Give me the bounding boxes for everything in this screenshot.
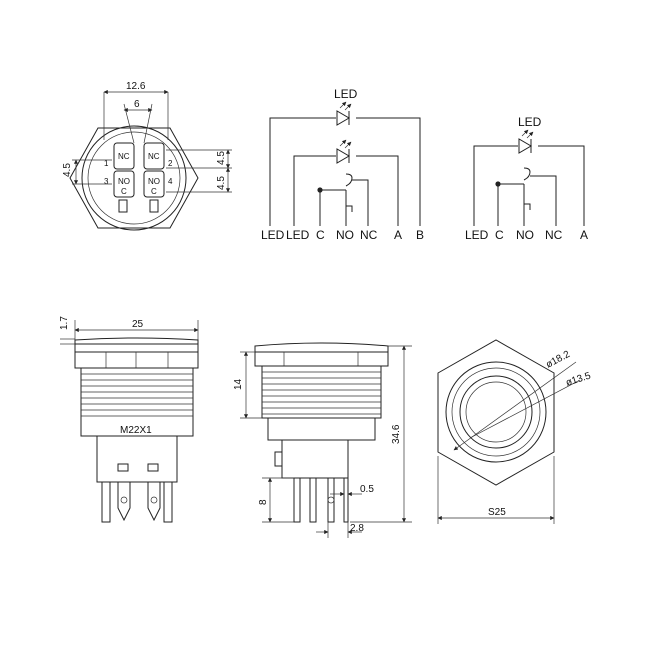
term-c: C — [316, 228, 325, 242]
common-node-right — [495, 181, 501, 187]
dim-0-5: 0.5 — [360, 484, 374, 495]
led-symbol-right — [518, 138, 532, 154]
end-circle-outer — [445, 361, 547, 463]
base-block — [96, 435, 178, 483]
dim-1-7: 1.7 — [59, 316, 70, 330]
end-hex — [437, 339, 555, 486]
dim-6: 6 — [134, 99, 140, 110]
thread-lines — [81, 373, 193, 417]
term-b: B — [416, 228, 424, 242]
dim-2-8: 2.8 — [350, 523, 364, 534]
dim-4-5-right-1: 4.5 — [216, 151, 227, 165]
term-led-2: LED — [286, 228, 310, 242]
label-pin-1: 1 — [104, 159, 109, 168]
led-symbol-2 — [336, 148, 350, 164]
label-c-left: C — [121, 187, 127, 196]
term-r-c: C — [495, 228, 504, 242]
label-no-right: NO — [148, 177, 160, 186]
term-r-no: NO — [516, 228, 534, 242]
hex-outline — [69, 127, 199, 229]
thread-label: M22X1 — [120, 425, 152, 436]
dim-12-6: 12.6 — [126, 81, 146, 92]
schematic-left: LED LED LED C NO NC A B — [261, 87, 424, 242]
term-r-nc: NC — [545, 228, 563, 242]
end-view: ø18.2 ø13.5 S25 — [437, 339, 593, 524]
term-r-a: A — [580, 228, 588, 242]
contact-box-no-right — [143, 170, 165, 198]
term-nc: NC — [360, 228, 378, 242]
common-node — [317, 187, 323, 193]
dim-34-6: 34.6 — [391, 424, 402, 444]
top-view: NC NC NO NO C C 1 2 3 4 12.6 6 4.5 4.5 4… — [62, 81, 232, 231]
label-nc-left: NC — [118, 152, 130, 161]
dim-25-front: 25 — [132, 319, 144, 330]
label-no-left: NO — [118, 177, 130, 186]
dim-8: 8 — [258, 499, 269, 505]
body-circle-inner — [87, 131, 181, 225]
schematic-left-terminals: LED LED C NO NC A B — [261, 228, 424, 242]
label-pin-3: 3 — [104, 177, 109, 186]
body-circle-outer — [81, 125, 187, 231]
dim-s25: S25 — [488, 507, 506, 518]
term-led-1: LED — [261, 228, 285, 242]
schematic-right-terminals: LED C NO NC A — [465, 228, 588, 242]
schematic-left-led-label: LED — [334, 87, 358, 101]
dim-14: 14 — [233, 378, 244, 390]
side-view: 14 34.6 8 0.5 2.8 — [233, 342, 412, 538]
label-c-right: C — [151, 187, 157, 196]
end-circle-inner — [459, 375, 533, 449]
dim-4-5-right-2: 4.5 — [216, 176, 227, 190]
label-pin-2: 2 — [168, 159, 173, 168]
led-pin-left — [118, 199, 128, 213]
term-no: NO — [336, 228, 354, 242]
led-pin-right — [149, 199, 159, 213]
led-symbol-1 — [336, 110, 350, 126]
term-r-led: LED — [465, 228, 489, 242]
contact-box-no-left — [113, 170, 135, 198]
label-nc-right: NC — [148, 152, 160, 161]
dim-4-5-left: 4.5 — [62, 163, 73, 177]
label-pin-4: 4 — [168, 177, 173, 186]
front-view: 25 1.7 M22X1 — [59, 316, 199, 523]
contact-box-nc-left — [113, 142, 135, 170]
contact-box-nc-right — [143, 142, 165, 170]
dim-dia-13-5: ø13.5 — [565, 370, 593, 388]
term-a: A — [394, 228, 402, 242]
schematic-right-led-label: LED — [518, 115, 542, 129]
schematic-right: LED LED C NO NC A — [465, 115, 588, 242]
